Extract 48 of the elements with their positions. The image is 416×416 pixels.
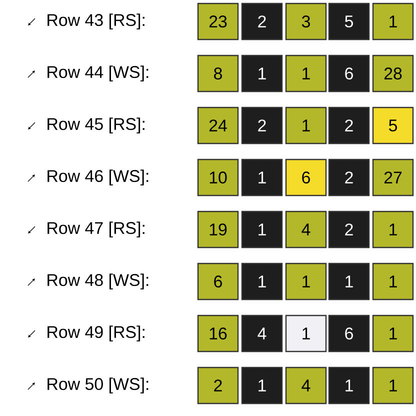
pattern-cell: 5 <box>328 2 370 40</box>
pattern-cell: 1 <box>285 262 327 300</box>
pattern-cell: 4 <box>241 314 283 352</box>
pattern-cell: 4 <box>285 366 327 404</box>
pattern-cell: 2 <box>241 2 283 40</box>
pattern-cell: 5 <box>372 106 414 144</box>
pattern-cell: 1 <box>285 314 327 352</box>
pattern-cell: 6 <box>197 262 239 300</box>
pattern-cell: 16 <box>197 314 239 352</box>
row-label: Row 47 [RS]: <box>48 222 144 238</box>
row-label: Row 50 [WS]: <box>48 378 148 394</box>
pattern-cell: 23 <box>197 2 239 40</box>
pattern-cell: 3 <box>285 2 327 40</box>
pattern-cell: 1 <box>372 2 414 40</box>
pattern-cell: 27 <box>372 158 414 196</box>
pattern-cell: 4 <box>285 210 327 248</box>
pattern-cell: 1 <box>328 262 370 300</box>
pattern-cell: 2 <box>197 366 239 404</box>
row-label: Row 43 [RS]: <box>48 14 144 30</box>
pattern-cell: 1 <box>372 210 414 248</box>
pattern-cell: 19 <box>197 210 239 248</box>
row-label: Row 49 [RS]: <box>48 326 144 342</box>
pattern-cell: 2 <box>328 158 370 196</box>
pattern-cell: 1 <box>328 366 370 404</box>
pattern-cell: 1 <box>372 262 414 300</box>
row-label: Row 45 [RS]: <box>48 118 144 134</box>
row-label: Row 48 [WS]: <box>48 274 148 290</box>
pattern-cell: 1 <box>241 210 283 248</box>
pattern-cell: 24 <box>197 106 239 144</box>
pattern-cell: 2 <box>328 210 370 248</box>
pattern-cell: 1 <box>241 158 283 196</box>
pattern-cell: 1 <box>241 262 283 300</box>
pattern-cell: 1 <box>285 106 327 144</box>
row-label: Row 46 [WS]: <box>48 170 148 186</box>
pattern-cell: 1 <box>285 54 327 92</box>
pattern-cell: 2 <box>328 106 370 144</box>
pattern-cell: 28 <box>372 54 414 92</box>
pattern-cell: 2 <box>241 106 283 144</box>
pattern-cell: 1 <box>241 366 283 404</box>
pattern-cell: 1 <box>372 314 414 352</box>
pattern-cell: 6 <box>328 314 370 352</box>
row-label: Row 44 [WS]: <box>48 66 148 82</box>
pattern-cell: 8 <box>197 54 239 92</box>
pattern-cell: 1 <box>241 54 283 92</box>
pattern-cell: 1 <box>372 366 414 404</box>
pattern-cell: 6 <box>328 54 370 92</box>
pattern-cell: 10 <box>197 158 239 196</box>
pattern-cell: 6 <box>285 158 327 196</box>
